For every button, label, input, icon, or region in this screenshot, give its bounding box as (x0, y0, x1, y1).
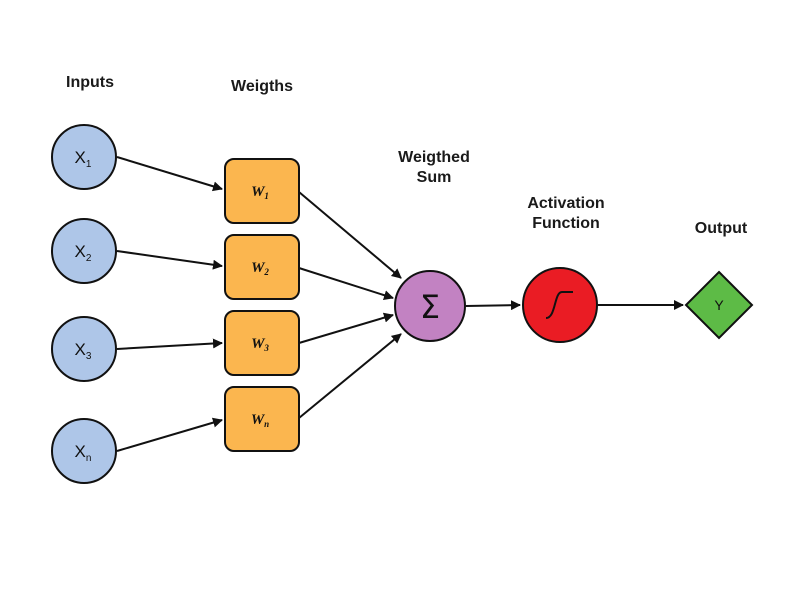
input-node-label: X3 (75, 340, 92, 362)
activation-heading-line1: Activation (527, 195, 604, 212)
input-node-label: Xn (75, 442, 92, 464)
input-node-label: X1 (75, 148, 92, 170)
input-node-circle (51, 124, 117, 190)
weight-box-w3: W3 (224, 310, 300, 376)
edge-x2-w2 (116, 250, 223, 270)
output-diamond (684, 270, 754, 340)
input-node-x3: X3 (51, 316, 117, 382)
inputs-heading: Inputs (66, 74, 114, 91)
edge-w1-sum (298, 191, 402, 279)
output-label: Y (714, 297, 724, 313)
sigma-icon: Σ (420, 288, 440, 326)
activation-heading-line2: Function (532, 215, 600, 232)
weight-box-rect (224, 158, 300, 224)
weight-box-label: Wn (251, 412, 269, 429)
input-node-circle (51, 418, 117, 484)
input-node-circle (51, 316, 117, 382)
input-node-label: X2 (75, 242, 92, 264)
weights-heading: Weigths (231, 78, 293, 95)
weighted-sum-circle (394, 270, 466, 342)
weight-box-label: W3 (251, 336, 269, 353)
edge-x1-w1 (116, 156, 223, 192)
activation-circle (522, 267, 598, 343)
edge-wn-sum (298, 333, 402, 419)
output-node: Y (684, 270, 754, 340)
weight-box-rect (224, 310, 300, 376)
edge-w3-sum (298, 312, 394, 344)
activation-node (522, 267, 598, 343)
edge-x3-w3 (116, 338, 223, 350)
weighted-sum-heading-line1: Weigthed (398, 149, 470, 166)
weight-box-label: W2 (251, 260, 269, 277)
weight-box-w2: W2 (224, 234, 300, 300)
weight-box-label: W1 (251, 184, 269, 201)
input-node-xn: Xn (51, 418, 117, 484)
weight-box-rect (224, 386, 300, 452)
input-node-x2: X2 (51, 218, 117, 284)
edge-w2-sum (298, 267, 394, 301)
output-heading: Output (695, 220, 748, 237)
weight-box-w1: W1 (224, 158, 300, 224)
weighted-sum-heading-line2: Sum (417, 169, 452, 186)
weight-box-wn: Wn (224, 386, 300, 452)
input-node-x1: X1 (51, 124, 117, 190)
weighted-sum-node: Σ (394, 270, 466, 342)
edge-sum-activation (465, 300, 521, 311)
input-node-circle (51, 218, 117, 284)
weight-box-rect (224, 234, 300, 300)
edge-xn-wn (116, 417, 223, 452)
sigmoid-curve-icon (545, 291, 573, 319)
